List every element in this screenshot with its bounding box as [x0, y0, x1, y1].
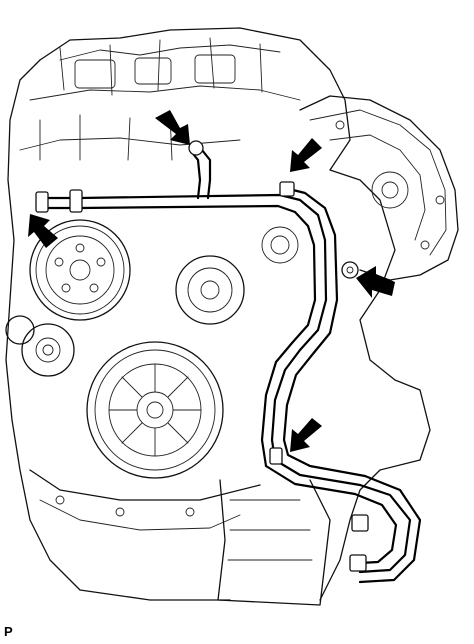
engine-block [5, 27, 431, 601]
arrow-left-bolt [28, 214, 58, 248]
pipe-clamps [35, 140, 369, 572]
crankshaft-pulley [86, 341, 224, 479]
arrow-lower-clamp [290, 418, 322, 452]
oil-cooler-pipes [40, 148, 422, 584]
figure-code-label: P [4, 624, 13, 639]
water-pump-pulley [175, 226, 299, 325]
timing-cover [299, 95, 459, 281]
tensioner-pulleys [5, 315, 75, 377]
arrow-right-clamp [290, 138, 322, 172]
arrow-upper-bolt [155, 110, 190, 145]
oil-pan [29, 469, 331, 606]
arrow-flange-nut [356, 266, 395, 298]
idler-pulley [29, 219, 131, 321]
callout-arrows [28, 110, 395, 452]
